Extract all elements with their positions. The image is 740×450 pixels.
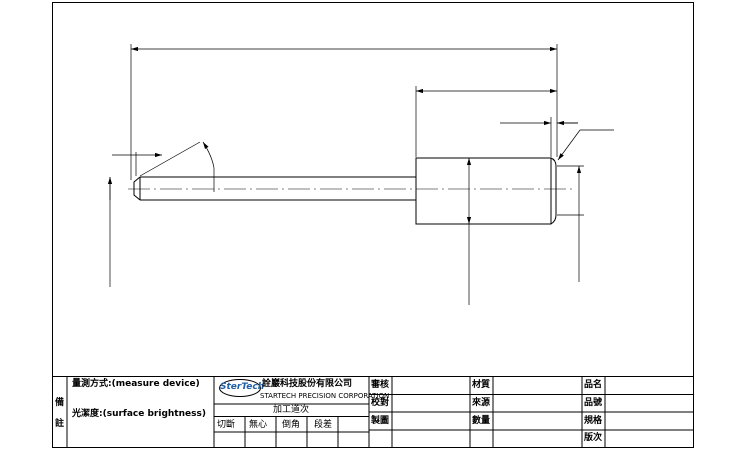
company-name-en: STARTECH PRECISION CORPORATION — [260, 392, 390, 400]
company-name-cn: 詮巖科技股份有限公司 — [262, 379, 353, 389]
shaft-outline — [133, 176, 416, 201]
revision-label: 版次 — [584, 433, 603, 443]
process-centerless: 無心 — [249, 420, 268, 430]
measure-device-label: 量測方式:(measure device) — [72, 379, 200, 389]
source-label: 來源 — [472, 398, 491, 408]
dimensions — [107, 44, 614, 305]
head-outline — [415, 157, 557, 225]
process-step: 段差 — [314, 420, 333, 430]
process-title: 加工道次 — [273, 405, 310, 415]
pin-part — [133, 157, 557, 225]
side-label-1: 備 — [55, 398, 65, 408]
side-label-2: 註 — [55, 419, 65, 429]
quantity-label: 數量 — [472, 416, 491, 426]
specification-label: 規格 — [584, 416, 603, 426]
logo-text: SterTech — [220, 382, 265, 392]
process-cut: 切斷 — [217, 420, 236, 430]
company-logo: SterTech — [219, 379, 265, 397]
part-name-label: 品名 — [584, 380, 603, 390]
review-label: 審核 — [371, 380, 390, 390]
process-chamfer: 倒角 — [282, 420, 301, 430]
angle-leader — [139, 141, 201, 177]
surface-brightness-label: 光潔度:(surface brightness) — [72, 409, 206, 419]
drawn-label: 製圖 — [371, 416, 390, 426]
check-label: 校對 — [371, 398, 390, 408]
part-number-label: 品號 — [584, 398, 603, 408]
title-block — [52, 376, 694, 448]
material-label: 材質 — [472, 380, 491, 390]
